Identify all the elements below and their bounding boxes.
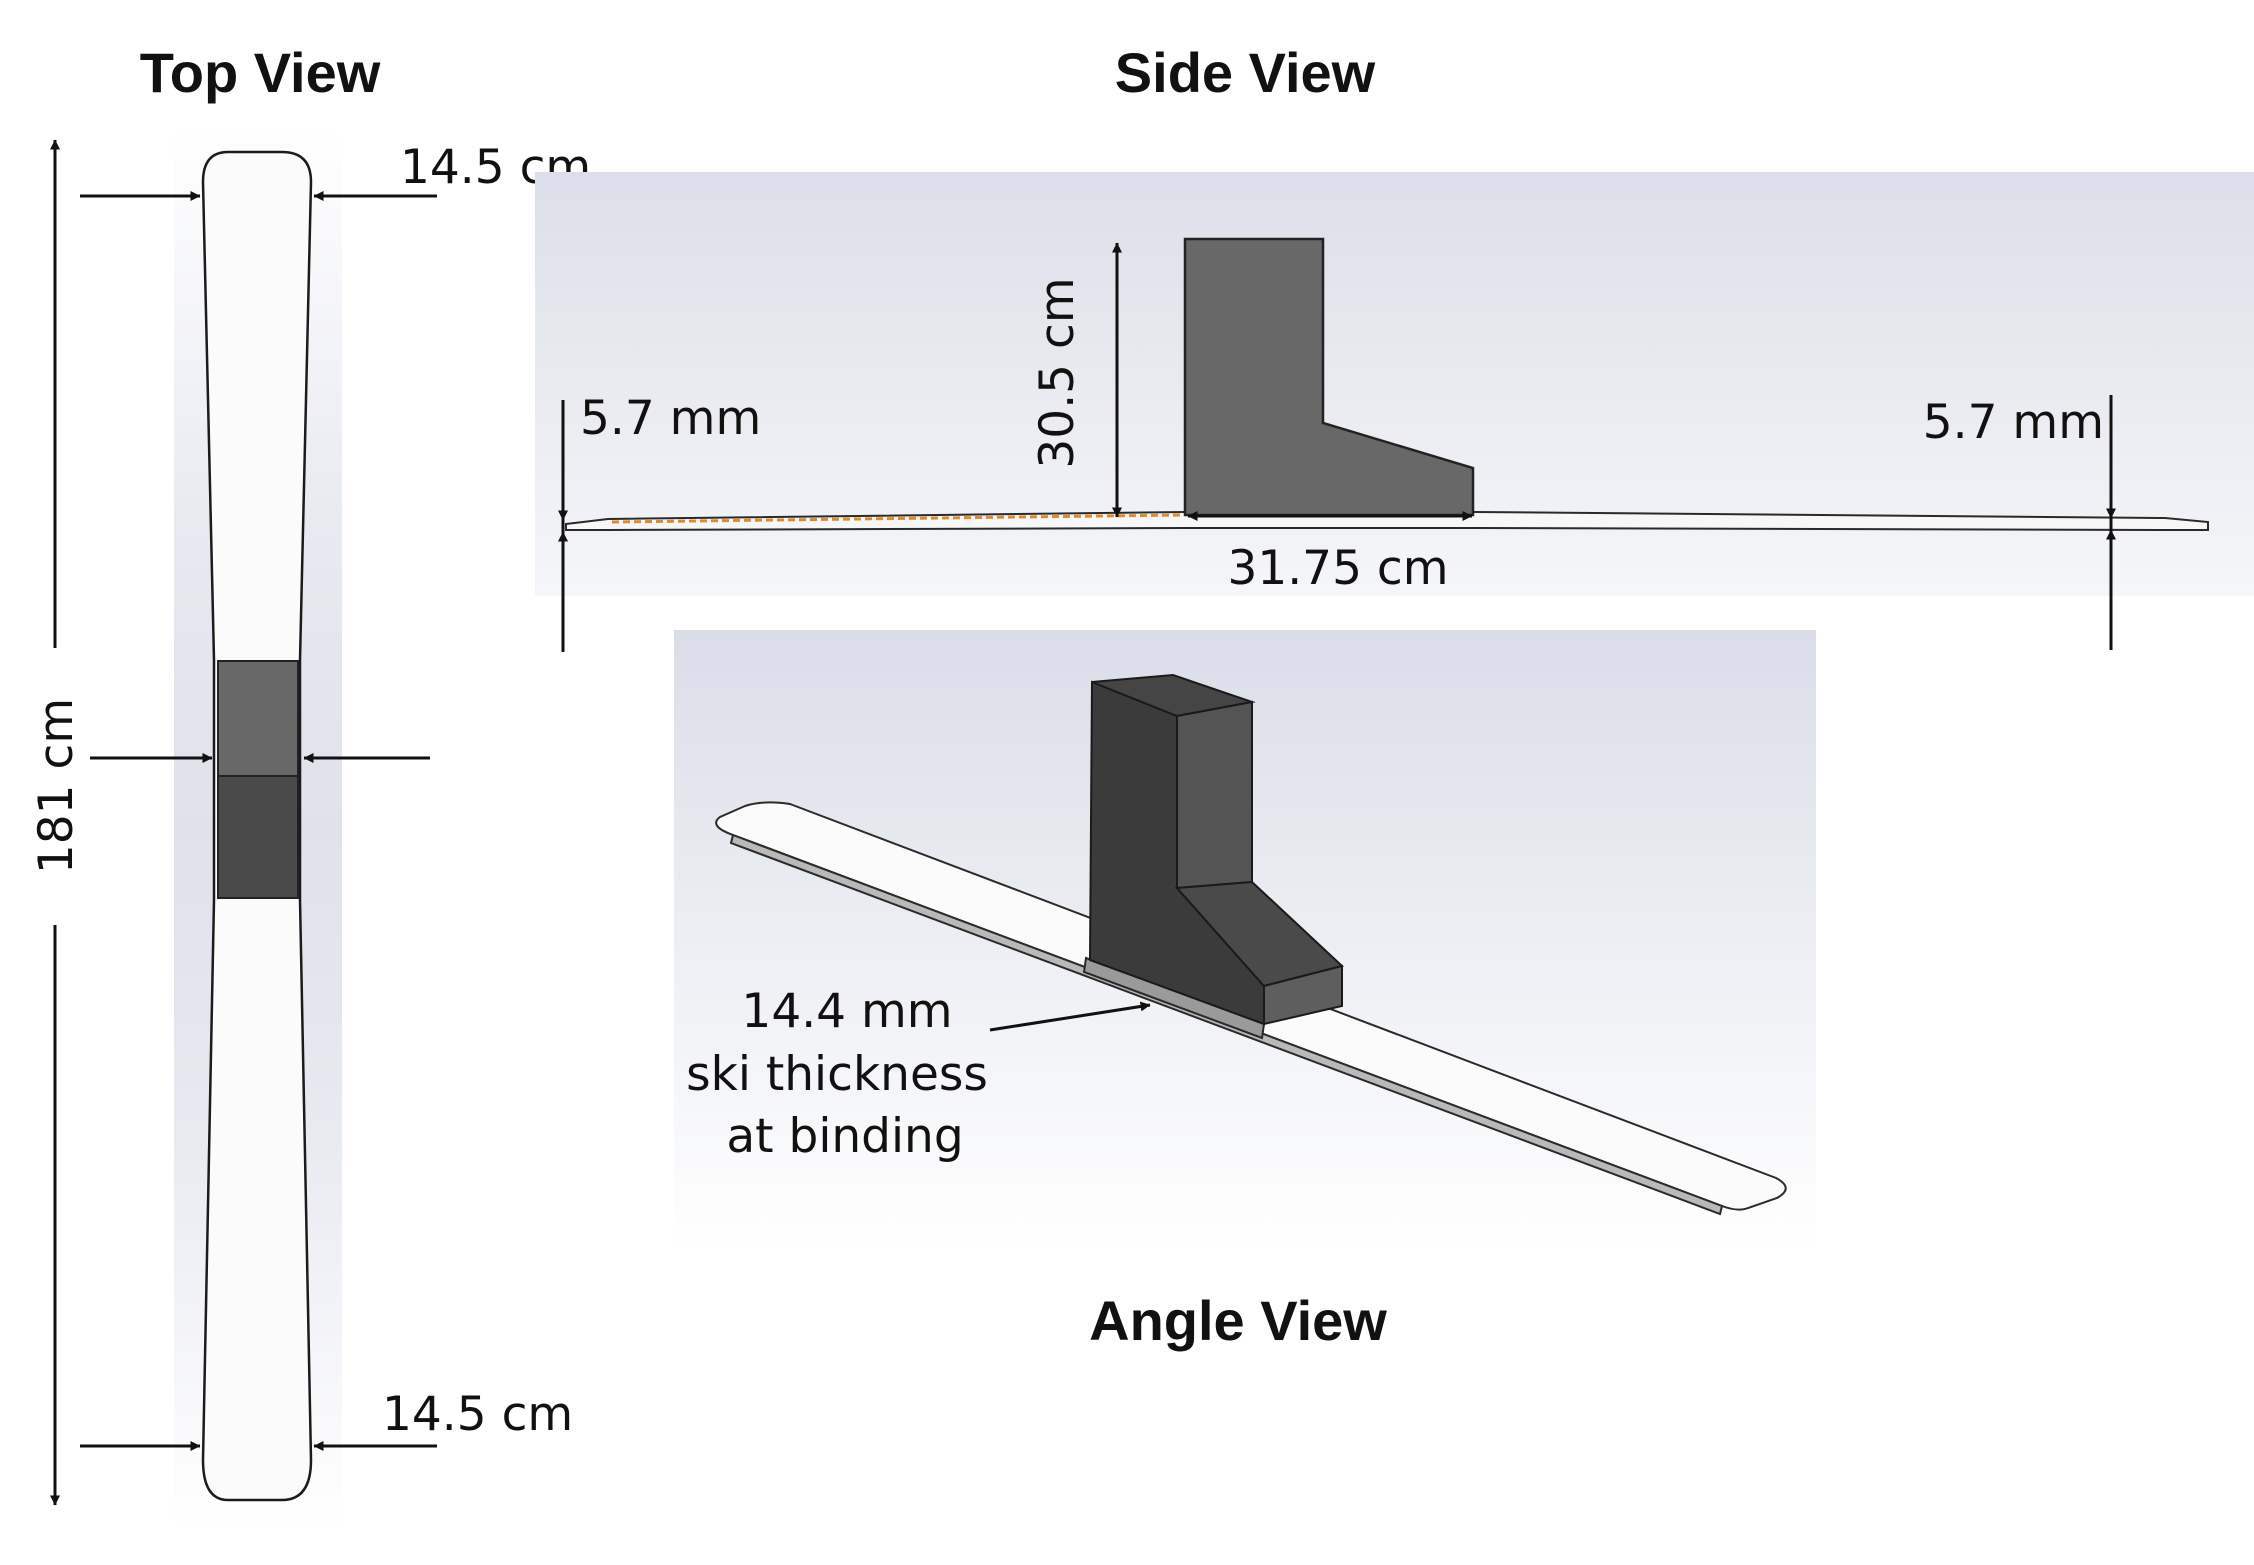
angle-view-toe-front bbox=[1263, 964, 1343, 1026]
top-view: 14.5 cm 14.5 cm 181 cm Top View bbox=[29, 41, 591, 1530]
tail-thickness-label: 5.7 mm bbox=[1923, 395, 2104, 450]
binding-thickness-line2: ski thickness bbox=[686, 1047, 988, 1102]
binding-rear-block bbox=[217, 660, 299, 777]
binding-thickness-value: 14.4 mm bbox=[741, 984, 952, 1039]
tip-thickness-measure-line bbox=[611, 513, 1183, 524]
angle-view-title: Angle View bbox=[1089, 1289, 1387, 1352]
side-view-background bbox=[535, 172, 2254, 596]
boot-height-label: 30.5 cm bbox=[1030, 277, 1085, 468]
binding-thickness-line3: at binding bbox=[726, 1109, 963, 1164]
binding-front-block bbox=[217, 775, 299, 899]
side-view: 30.5 cm 31.75 cm 5.7 mm 5.7 mm Side View bbox=[535, 41, 2254, 652]
top-view-title: Top View bbox=[140, 41, 381, 104]
tail-width-label: 14.5 cm bbox=[382, 1387, 573, 1442]
side-view-title: Side View bbox=[1115, 41, 1376, 104]
side-view-boot bbox=[1183, 237, 1475, 517]
binding-length-label: 31.75 cm bbox=[1227, 541, 1448, 596]
length-label: 181 cm bbox=[29, 698, 84, 874]
angle-view: 14.4 mm ski thickness at binding Angle V… bbox=[674, 630, 1816, 1352]
binding-thickness-arrow bbox=[989, 1001, 1151, 1032]
tip-thickness-label: 5.7 mm bbox=[580, 391, 761, 446]
angle-view-boot-front bbox=[1176, 700, 1253, 890]
